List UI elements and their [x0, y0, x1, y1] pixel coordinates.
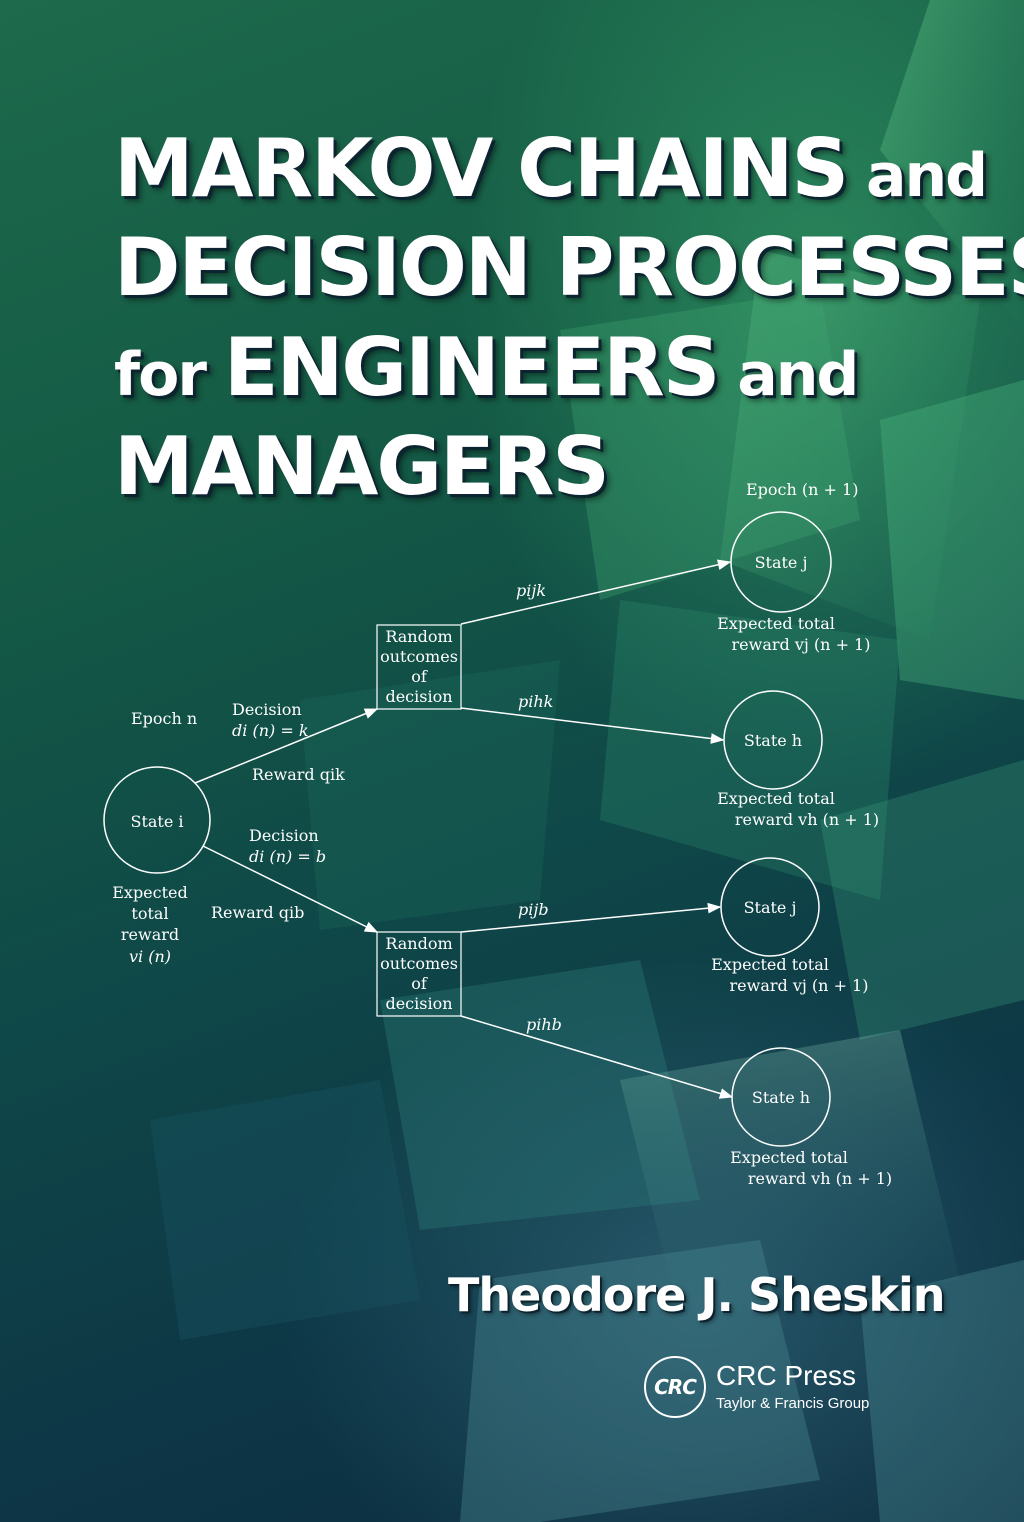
- background-shape: [620, 1030, 960, 1320]
- publisher-logo: CRC CRC Press Taylor & Francis Group: [644, 1356, 874, 1422]
- decision-rule: di (n) = b: [249, 847, 326, 866]
- decision-label: Decision: [249, 826, 319, 845]
- state-node: [730, 511, 832, 613]
- background-shape: [880, 0, 1024, 330]
- background-shape: [380, 960, 700, 1230]
- box-label: Random: [385, 627, 452, 646]
- background-shape: [460, 1240, 820, 1522]
- title-line-1: MARKOV CHAINS and: [114, 122, 988, 215]
- background-shape: [820, 760, 1024, 1040]
- title-line-2: DECISION PROCESSES: [114, 221, 1024, 314]
- outcome-box: [376, 624, 462, 710]
- logo-text: CRC: [654, 1375, 697, 1399]
- background-shape: [720, 250, 980, 640]
- decision-rule: di (n) = k: [232, 721, 309, 740]
- background-shape: [600, 600, 900, 900]
- title-text: and: [718, 340, 859, 410]
- box-label: outcomes: [380, 954, 458, 973]
- state-node: [723, 690, 823, 790]
- value-label: reward: [121, 925, 179, 944]
- state-label: State i: [130, 812, 183, 831]
- background-shape: [880, 380, 1024, 700]
- reward-label: reward vh (n + 1): [748, 1169, 892, 1188]
- outcome-arrow: [460, 559, 732, 625]
- decision-label: Decision: [232, 700, 302, 719]
- background-shape: [560, 290, 860, 600]
- background-shape: [300, 660, 560, 930]
- reward-label: Reward qib: [211, 903, 304, 922]
- publisher-name: CRC Press: [716, 1360, 857, 1391]
- outcome-arrow: [460, 1015, 734, 1099]
- box-label: outcomes: [380, 647, 458, 666]
- reward-label: reward vj (n + 1): [730, 976, 869, 995]
- reward-label: Expected total: [730, 1148, 848, 1167]
- decision-arrow: [202, 845, 379, 933]
- state-label: State j: [755, 553, 808, 572]
- title-text: DECISION PROCESSES: [114, 221, 1024, 314]
- title-line-4: MANAGERS: [114, 420, 610, 513]
- epoch-label: Epoch (n + 1): [746, 480, 858, 499]
- state-label: State h: [752, 1088, 810, 1107]
- reward-label: Reward qik: [252, 765, 345, 784]
- box-label: of: [411, 974, 428, 993]
- state-node: [720, 857, 820, 957]
- reward-label: Expected total: [717, 614, 835, 633]
- state-node: [103, 766, 211, 874]
- reward-label: Expected total: [717, 789, 835, 808]
- value-label: vi (n): [129, 947, 171, 966]
- reward-label: reward vj (n + 1): [732, 635, 871, 654]
- value-label: total: [131, 904, 168, 923]
- state-label: State j: [744, 898, 797, 917]
- background-shape: [860, 1260, 1024, 1522]
- state-node: [731, 1047, 831, 1147]
- author-name: Theodore J. Sheskin: [448, 1268, 946, 1322]
- transition-probability: pijb: [518, 900, 549, 919]
- reward-label: Expected total: [711, 955, 829, 974]
- box-label: of: [411, 667, 428, 686]
- background-shape: [150, 1080, 420, 1340]
- transition-probability: pihb: [526, 1015, 562, 1034]
- outcome-box: [376, 931, 462, 1017]
- title-line-3: for ENGINEERS and: [114, 321, 859, 414]
- title-text: MARKOV CHAINS: [114, 122, 849, 215]
- box-label: Random: [385, 934, 452, 953]
- title-text: ENGINEERS: [223, 321, 720, 414]
- title-text: and: [847, 141, 988, 211]
- reward-label: reward vh (n + 1): [735, 810, 879, 829]
- transition-probability: pijk: [516, 581, 546, 600]
- decision-arrow: [194, 708, 379, 784]
- transition-probability: pihk: [518, 692, 553, 711]
- value-label: Expected: [112, 883, 188, 902]
- box-label: decision: [385, 994, 452, 1013]
- title-text: MANAGERS: [114, 420, 610, 513]
- title-text: for: [114, 340, 224, 410]
- outcome-arrow: [460, 707, 725, 744]
- crc-logo-icon: CRC: [644, 1356, 706, 1418]
- box-label: decision: [385, 687, 452, 706]
- epoch-label: Epoch n: [131, 709, 197, 728]
- outcome-arrow: [460, 902, 722, 933]
- state-label: State h: [744, 731, 802, 750]
- publisher-group: Taylor & Francis Group: [716, 1395, 870, 1412]
